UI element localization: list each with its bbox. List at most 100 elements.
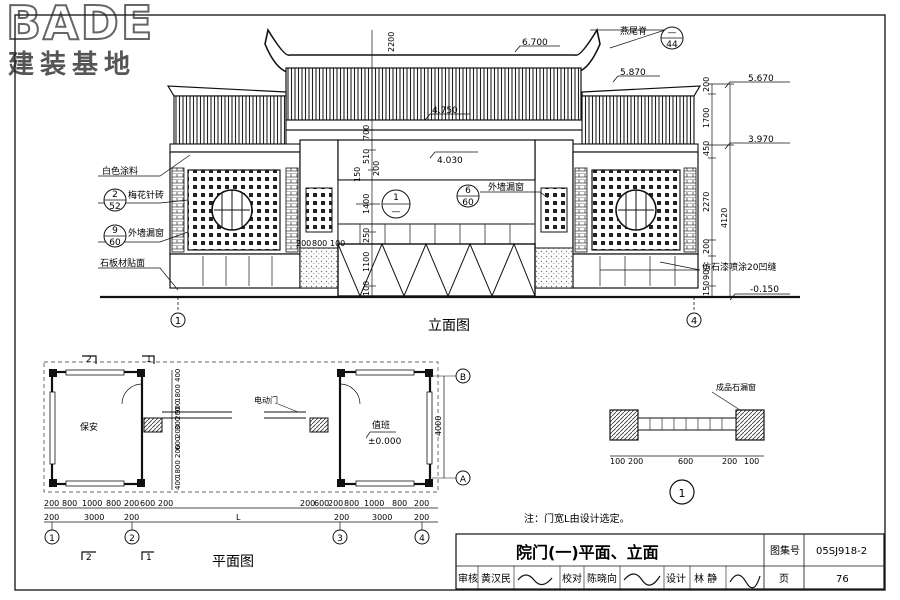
- dim-brt-0: 200: [334, 513, 349, 522]
- reviewer-name: 黄汉民: [481, 572, 511, 585]
- label-swallow-ridge: 燕尾脊: [620, 25, 647, 37]
- label-plum-tile: 梅花针砖: [128, 189, 164, 201]
- plan-elevation-mark: ±0.000: [368, 437, 402, 447]
- callout-44-num: —: [668, 28, 677, 38]
- label-outer-window: 外墙漏窗: [128, 227, 164, 239]
- dim-br-3: 800: [344, 499, 359, 508]
- checker-name: 陈晓向: [587, 572, 617, 585]
- central-roof-eave: [281, 119, 586, 131]
- callout-44-sheet: 44: [666, 40, 678, 50]
- label-stone-tile: 石板材贴面: [100, 257, 145, 269]
- dim-r-2270: 2270: [702, 192, 711, 212]
- detail-dim-4: 100: [744, 457, 759, 466]
- detail-label: 成品石漏窗: [716, 382, 756, 392]
- dim-br-0: 200: [300, 499, 315, 508]
- dim-br-2: 200: [328, 499, 343, 508]
- dim-bl-5: 600: [140, 499, 155, 508]
- dim-r-200b: 200: [702, 239, 711, 254]
- dim-br-5: 800: [392, 499, 407, 508]
- grid-2: 2: [129, 534, 135, 544]
- detail-dim-2: 600: [678, 457, 693, 466]
- level-5670: 5.670: [748, 74, 774, 84]
- label-outer-window-center: 外墙漏窗: [488, 181, 524, 193]
- plan-title: 平面图: [212, 554, 254, 570]
- right-roof-tiles: [581, 95, 695, 145]
- sheet-frame: [14, 14, 886, 591]
- dim-br-4: 1000: [364, 499, 384, 508]
- level-5870: 5.870: [620, 68, 646, 78]
- dim-r-150: 150: [702, 281, 711, 296]
- right-stone-base: [572, 253, 699, 289]
- dim-c-2200: 2200: [387, 32, 396, 52]
- design-label: 设计: [666, 572, 686, 585]
- atlas-no-label: 图集号: [770, 544, 800, 557]
- callout-2-num: 2: [112, 190, 118, 200]
- designer-name: 林 静: [694, 572, 717, 585]
- dim-r-1700: 1700: [702, 108, 711, 128]
- grid-B: B: [460, 373, 466, 383]
- dim-v-2: 900: [174, 401, 182, 414]
- right-dimensions: [708, 83, 734, 298]
- dim-c-100: 100: [362, 281, 371, 296]
- dim-bl-3: 800: [106, 499, 121, 508]
- section-mark-bottom-2: 2: [86, 553, 92, 563]
- checker-signature: [623, 573, 661, 586]
- plan-span-label: L: [236, 513, 241, 522]
- dim-v-4: 300: [174, 417, 182, 430]
- level-minus-0150: -0.150: [750, 285, 779, 295]
- dim-c-200: 200: [372, 161, 381, 176]
- dim-v-0: 400: [174, 369, 182, 382]
- dim-v-1: 1800: [174, 384, 182, 402]
- detail-dim-3: 200: [722, 457, 737, 466]
- dim-v-6: 600: [174, 437, 182, 450]
- level-6700: 6.700: [522, 38, 548, 48]
- plan-drawing: 2 1 保安 电动门 值班 ±0: [43, 355, 471, 570]
- dim-bl-6: 200: [158, 499, 173, 508]
- dim-blt-1: 3000: [84, 513, 104, 522]
- level-3970: 3.970: [748, 135, 774, 145]
- left-roof-tiles: [173, 95, 287, 145]
- grid-A: A: [460, 475, 467, 485]
- title-block: 院门(一)平面、立面 图集号 05SJ918-2 审核 黄汉民 校对 陈晓向 设…: [455, 533, 885, 590]
- dim-r-900: 900: [702, 265, 711, 280]
- dim-v-3: 200: [174, 407, 182, 420]
- dim-blt-2: 200: [124, 513, 139, 522]
- dim-b-100: 100: [330, 239, 345, 248]
- review-label: 审核: [458, 572, 478, 585]
- grid-3: 3: [337, 534, 343, 544]
- dim-height-4000: 4000: [434, 416, 443, 436]
- dim-bl-1: 800: [62, 499, 77, 508]
- swallow-ridge-roof: [264, 27, 601, 73]
- atlas-no: 05SJ918-2: [816, 546, 867, 557]
- dim-bl-2: 1000: [82, 499, 102, 508]
- brand-logo: BADE: [5, 0, 155, 50]
- dim-blt-0: 200: [44, 513, 59, 522]
- elevation-drawing: 1 4 6.700 5.870 5.670 4.750 4.030 3.970 …: [98, 25, 800, 334]
- dim-c-700: 700: [362, 125, 371, 140]
- callout-1-num: 1: [393, 193, 399, 203]
- page-no: 76: [836, 574, 849, 585]
- section-mark-bottom-1: 1: [146, 553, 152, 563]
- grid-1: 1: [49, 534, 55, 544]
- section-mark-top-1: 1: [146, 355, 152, 365]
- callout-2-sheet: 52: [109, 202, 120, 212]
- dim-bl-0: 200: [44, 499, 59, 508]
- callout-6-sheet: 60: [462, 198, 474, 208]
- dim-r-200: 200: [702, 77, 711, 92]
- elevation-title: 立面图: [428, 318, 470, 334]
- dim-brt-2: 200: [414, 513, 429, 522]
- dim-c-510: 510: [362, 149, 371, 164]
- callout-1-sheet: —: [392, 207, 401, 217]
- level-marks: 6.700 5.870 5.670 4.750 4.030 3.970 -0.1…: [424, 38, 790, 301]
- room-guard-label: 保安: [80, 421, 98, 433]
- dim-b-200: 200: [296, 239, 311, 248]
- detail-dim-0: 100: [610, 457, 625, 466]
- dim-v-7: 200: [174, 445, 182, 458]
- sheet-title: 院门(一)平面、立面: [516, 543, 659, 562]
- dim-v-5: 200: [174, 425, 182, 438]
- label-white-paint: 白色涂料: [102, 165, 138, 177]
- detail-callout: 1: [679, 487, 686, 500]
- dim-br-6: 200: [414, 499, 429, 508]
- dim-r-4120: 4120: [720, 208, 729, 228]
